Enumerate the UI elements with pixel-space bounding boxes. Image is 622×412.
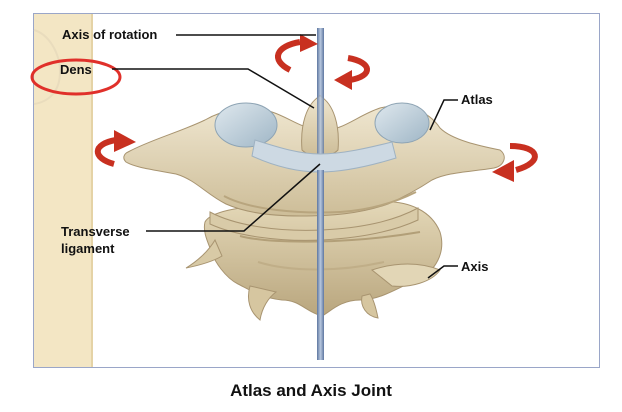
figure-caption: Atlas and Axis Joint xyxy=(230,381,392,400)
axis-rod-top xyxy=(317,28,324,128)
rotation-arrow-top xyxy=(275,39,370,83)
rotation-arrowhead-top-2 xyxy=(334,70,352,90)
dens-highlight-ellipse xyxy=(30,58,122,96)
axis-rod-bottom xyxy=(317,296,324,360)
transverse-ligament-label-line1: Transverse xyxy=(61,224,130,239)
dens xyxy=(301,95,339,157)
axis-label: Axis xyxy=(461,259,489,274)
right-articular-facet xyxy=(374,102,430,144)
rotation-arrowhead-top xyxy=(300,34,318,52)
axis-of-rotation-label: Axis of rotation xyxy=(62,27,158,42)
side-panel xyxy=(33,14,93,367)
rotation-arrow-right xyxy=(509,143,538,173)
axis-rod-front xyxy=(317,170,324,300)
rotation-arrowhead-right xyxy=(492,160,514,182)
rotation-arrowhead-left xyxy=(114,130,136,152)
rotation-arrow-left xyxy=(94,137,117,167)
transverse-ligament xyxy=(251,139,397,173)
atlas-label: Atlas xyxy=(461,92,493,107)
left-articular-facet xyxy=(214,102,278,148)
dens-label: Dens xyxy=(60,62,92,77)
transverse-ligament-label-line2: ligament xyxy=(61,241,115,256)
leader-lines xyxy=(112,34,458,279)
